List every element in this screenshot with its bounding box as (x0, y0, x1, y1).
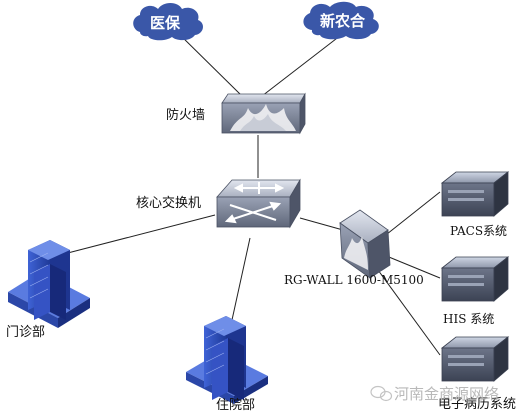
line-rgwall-his (383, 254, 441, 279)
cloud-xinnonghe-icon (303, 1, 379, 40)
line-rgwall-pacs (381, 191, 441, 239)
rg-wall-firewall-icon (339, 209, 391, 279)
inpatient-building-icon (186, 316, 268, 404)
core-switch-icon (216, 178, 301, 229)
connection-lines (59, 29, 441, 356)
his-label: HIS 系统 (443, 312, 495, 326)
firewall-icon (221, 92, 306, 135)
cloud-yibao-icon (133, 3, 204, 41)
rg-wall-label: RG-WALL 1600-M5100 (284, 273, 424, 287)
his-server-icon (440, 256, 510, 302)
cloud-xinnonghe-label: 新农合 (320, 12, 366, 30)
emr-label: 电子病历系统 (438, 397, 517, 412)
outpatient-building-icon (8, 240, 90, 328)
line-switch-rgwall (299, 217, 344, 231)
pacs-server-icon (440, 171, 510, 217)
pacs-label: PACS系统 (450, 224, 508, 238)
firewall-label: 防火墙 (166, 108, 206, 123)
line-switch-inpatient (231, 237, 251, 321)
inpatient-label: 住院部 (216, 398, 256, 413)
line-rgwall-emr (377, 269, 441, 356)
watermark-text: 河南金商源网络 (394, 385, 500, 403)
line-switch-outpatient (59, 214, 216, 256)
wechat-watermark-icon (370, 385, 393, 402)
line-yibao-firewall (174, 29, 243, 97)
cloud-yibao-label: 医保 (150, 14, 181, 32)
emr-server-icon (440, 336, 510, 382)
line-xinnonghe-firewall (261, 31, 346, 97)
outpatient-label: 门诊部 (6, 325, 46, 340)
core-switch-label: 核心交换机 (136, 196, 202, 211)
